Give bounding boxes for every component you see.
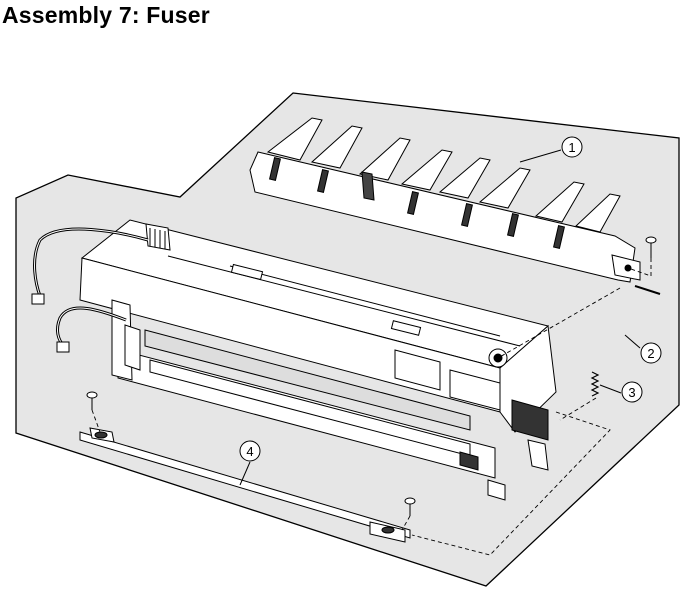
callout-4: 4 [239, 440, 261, 462]
callout-3: 3 [621, 381, 643, 403]
screw-upper-right [645, 236, 657, 258]
lamp-bar [79, 427, 411, 543]
page-title: Assembly 7: Fuser [2, 2, 210, 28]
callout-1: 1 [561, 136, 583, 158]
upper-exit-guide [249, 117, 661, 295]
screw-lower-right [404, 497, 416, 516]
callout-3-label: 3 [628, 385, 635, 400]
fuser-body [79, 219, 557, 501]
callout-leaders [239, 149, 641, 486]
screw-lower-left [86, 391, 98, 410]
callout-2-label: 2 [647, 346, 654, 361]
callout-1-label: 1 [568, 140, 575, 155]
callout-2: 2 [640, 342, 662, 364]
assembly-guide-lines [91, 258, 652, 556]
spring [590, 371, 600, 397]
callout-4-label: 4 [246, 444, 253, 459]
wire-harness [31, 227, 149, 353]
